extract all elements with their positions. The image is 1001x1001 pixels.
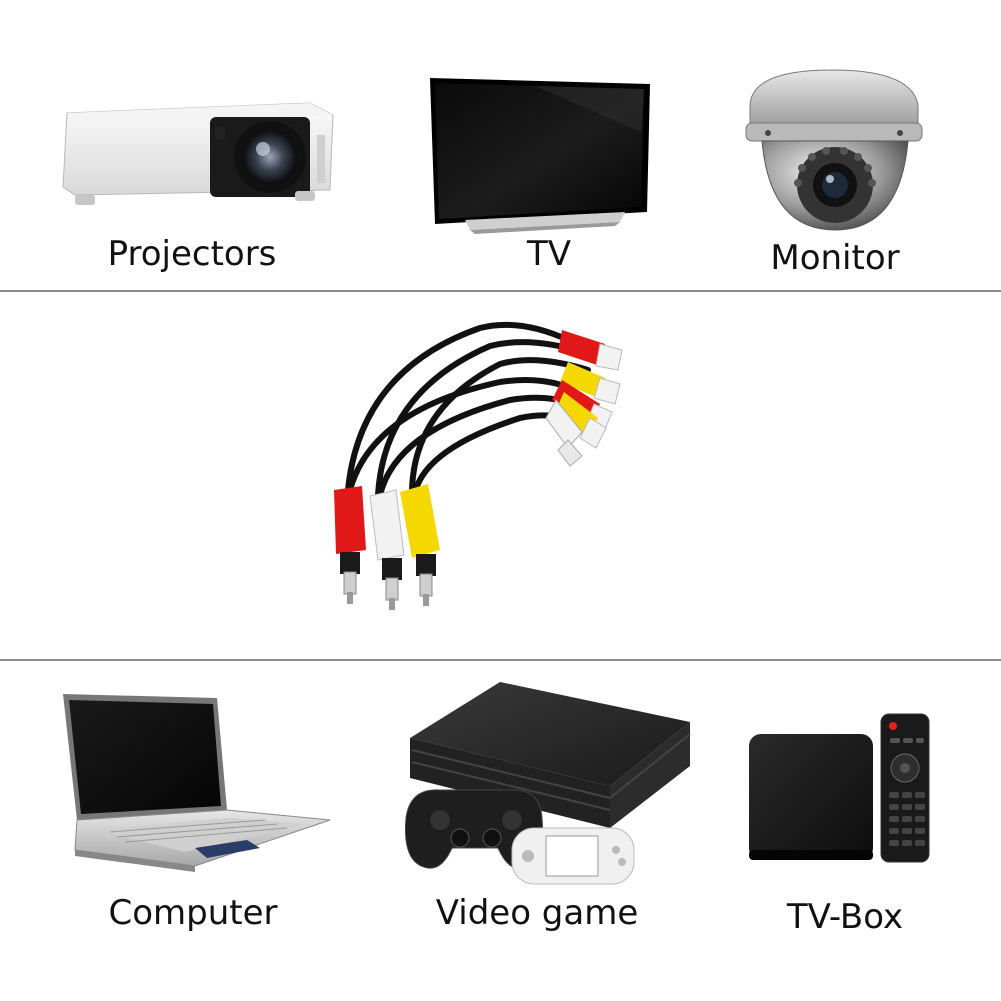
tv-image (425, 72, 655, 237)
tv-label: TV (526, 234, 572, 274)
security-camera-image (740, 65, 925, 235)
tv-box-image (745, 712, 935, 867)
computer-label: Computer (108, 893, 278, 933)
top-divider (0, 290, 1001, 292)
tv-box-label: TV-Box (786, 897, 904, 937)
projector-label: Projectors (107, 234, 277, 274)
rca-cable-image (300, 300, 700, 650)
laptop-image (55, 690, 335, 880)
projector-image (55, 95, 345, 215)
video-game-label: Video game (435, 893, 639, 933)
video-game-image (400, 678, 700, 888)
monitor-label: Monitor (770, 238, 900, 278)
bottom-divider (0, 659, 1001, 661)
